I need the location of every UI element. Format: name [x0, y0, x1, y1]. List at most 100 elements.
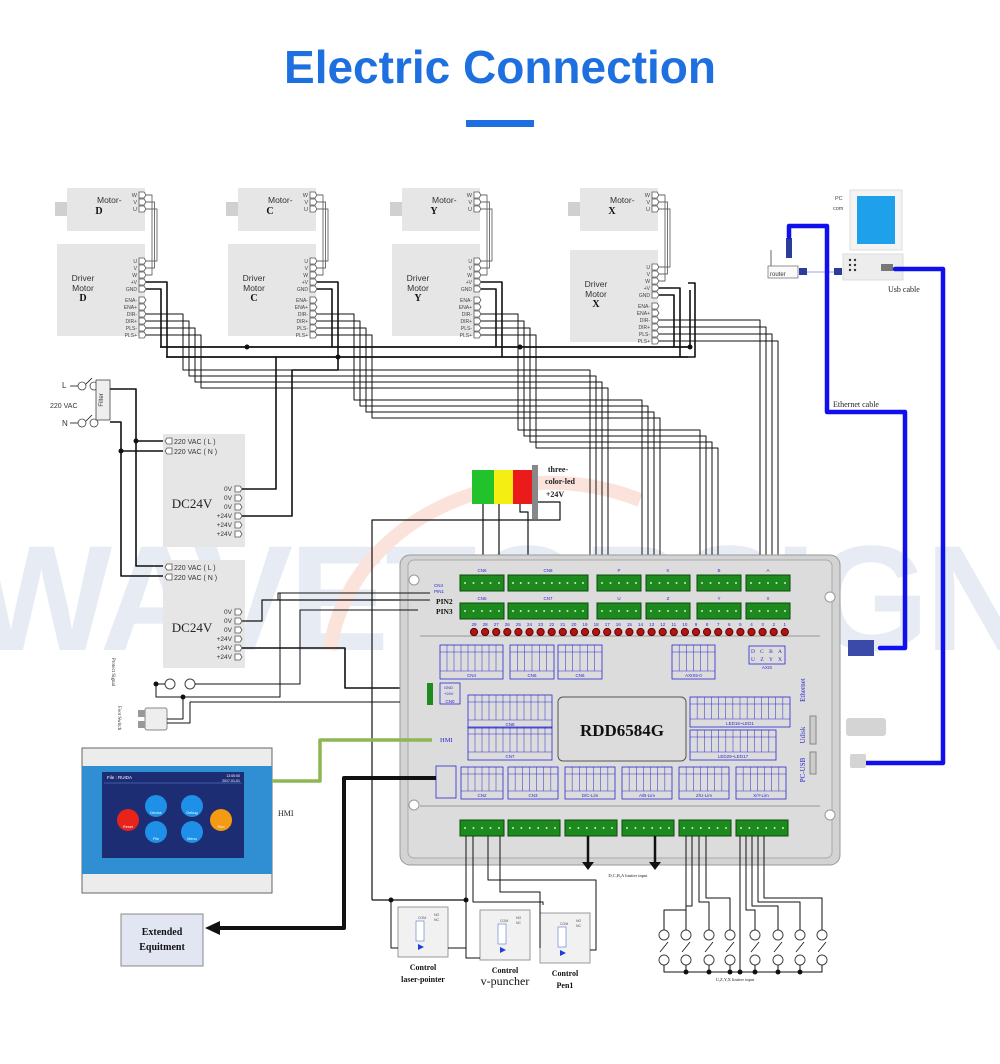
- signal-wire: [481, 313, 701, 610]
- terminal-screw: [651, 827, 654, 829]
- page-title: Electric Connection: [284, 41, 716, 93]
- psu-1: [163, 434, 245, 547]
- driver-label: Motor: [407, 283, 429, 293]
- diode-icon: [560, 950, 566, 956]
- terminal-screw: [683, 827, 685, 829]
- mains-l-wire: [110, 388, 164, 442]
- terminal-screw: [626, 610, 629, 612]
- pin-connector: [234, 494, 243, 502]
- led-yellow: [494, 470, 513, 504]
- hmi-button-file: [145, 821, 167, 843]
- axis-cell: Y: [769, 657, 773, 663]
- terminal-screw: [519, 610, 522, 612]
- motor-axis: X: [608, 206, 616, 217]
- connector-label: CN8: [543, 568, 552, 573]
- arrow-head: [649, 862, 661, 870]
- driver-pin-label: V: [305, 266, 309, 272]
- axis-cell: A: [778, 649, 782, 655]
- connector-label: CN5: [477, 596, 486, 601]
- signal-wire: [317, 327, 655, 580]
- limit-wire: [705, 836, 731, 930]
- driver-pin-label: DIR-: [462, 312, 473, 318]
- status-led: [736, 627, 745, 637]
- switch-contact: [77, 418, 87, 428]
- pin-connector: [651, 284, 660, 292]
- led-label: color-led: [545, 477, 575, 486]
- protect-signal-wire: [195, 609, 418, 685]
- terminal-screw: [775, 610, 778, 612]
- pc-vent-dot: [848, 268, 852, 272]
- terminal-screw: [498, 582, 500, 584]
- block-label: CN2: [477, 793, 486, 798]
- phase-wire: [481, 194, 488, 276]
- psu-input-label: 220 VAC ( L ): [174, 565, 216, 572]
- status-led: [592, 627, 601, 637]
- pin-connector: [164, 573, 173, 581]
- axis-cell: X: [778, 657, 782, 663]
- terminal-screw: [675, 610, 678, 612]
- mount-hole: [408, 799, 420, 811]
- relay-wire: [472, 836, 544, 905]
- phase-wire: [481, 201, 490, 269]
- terminal-screw: [481, 827, 483, 829]
- driver-pin-label: V: [134, 266, 138, 272]
- pc-ethernet-plug: [834, 268, 842, 275]
- limit-switch-contact: [658, 954, 670, 966]
- led-label: +24V: [546, 490, 565, 499]
- terminal-screw: [767, 582, 769, 584]
- motor-label: Motor-: [610, 195, 635, 205]
- hmi-button-label: Menu: [187, 837, 197, 841]
- block-label: CN8: [505, 722, 514, 727]
- pin-connector: [473, 296, 482, 304]
- phase-wire: [317, 201, 326, 269]
- terminal-screw: [758, 582, 761, 584]
- terminal-screw: [726, 582, 729, 584]
- driver-pin-label: W: [645, 279, 650, 285]
- pin-number: 12: [660, 622, 666, 627]
- block-label: LED29~LED17: [718, 754, 749, 759]
- cn0-terminal: [427, 683, 433, 705]
- terminal-screw: [675, 582, 678, 584]
- terminal-screw: [472, 582, 475, 584]
- motor-pin-label: U: [646, 207, 650, 213]
- terminal-screw: [740, 827, 742, 829]
- block-label: CN3: [528, 793, 537, 798]
- driver-pin-label: ENA+: [295, 305, 308, 311]
- terminal-screw: [537, 827, 540, 829]
- hmi-label: HMI: [278, 809, 294, 818]
- pin-number: 8: [706, 622, 709, 627]
- limit-switch-lever: [773, 941, 783, 953]
- driver-pin-label: DIR-: [127, 312, 138, 318]
- relay-label: Control: [410, 963, 437, 972]
- phase-wire: [317, 208, 329, 262]
- pin-connector: [651, 277, 660, 285]
- psu-output-label: +24V: [217, 531, 233, 538]
- limit-switch-contact: [703, 929, 715, 941]
- driver-pin-label: PLS-: [126, 326, 137, 332]
- driver-axis: D: [79, 293, 86, 304]
- terminal-screw: [609, 610, 612, 612]
- ground-wire: [317, 288, 333, 347]
- title-underline: [466, 120, 534, 127]
- terminal-screw: [658, 582, 661, 584]
- pin-connector: [473, 285, 482, 293]
- pin-connector: [138, 303, 147, 311]
- terminal-screw: [709, 582, 712, 584]
- block-xy-lim: [735, 766, 787, 800]
- status-led: [703, 627, 712, 637]
- pin-connector: [234, 626, 243, 634]
- signal-wire: [146, 334, 609, 580]
- relay-coil: [497, 923, 507, 945]
- driver-pin-label: W: [467, 273, 472, 279]
- terminal-screw: [527, 582, 530, 584]
- relay-pin-label: COM: [500, 919, 508, 923]
- sensor-common-wire: [155, 593, 281, 698]
- pin-connector: [138, 317, 147, 325]
- status-led: [536, 627, 545, 637]
- pc-case: [842, 253, 904, 281]
- usb-slot: [809, 751, 817, 775]
- terminal-screw: [668, 827, 670, 829]
- pc-screen: [857, 196, 895, 244]
- hmi-button-device: [145, 795, 167, 817]
- driver-pin-label: DIR+: [296, 319, 308, 325]
